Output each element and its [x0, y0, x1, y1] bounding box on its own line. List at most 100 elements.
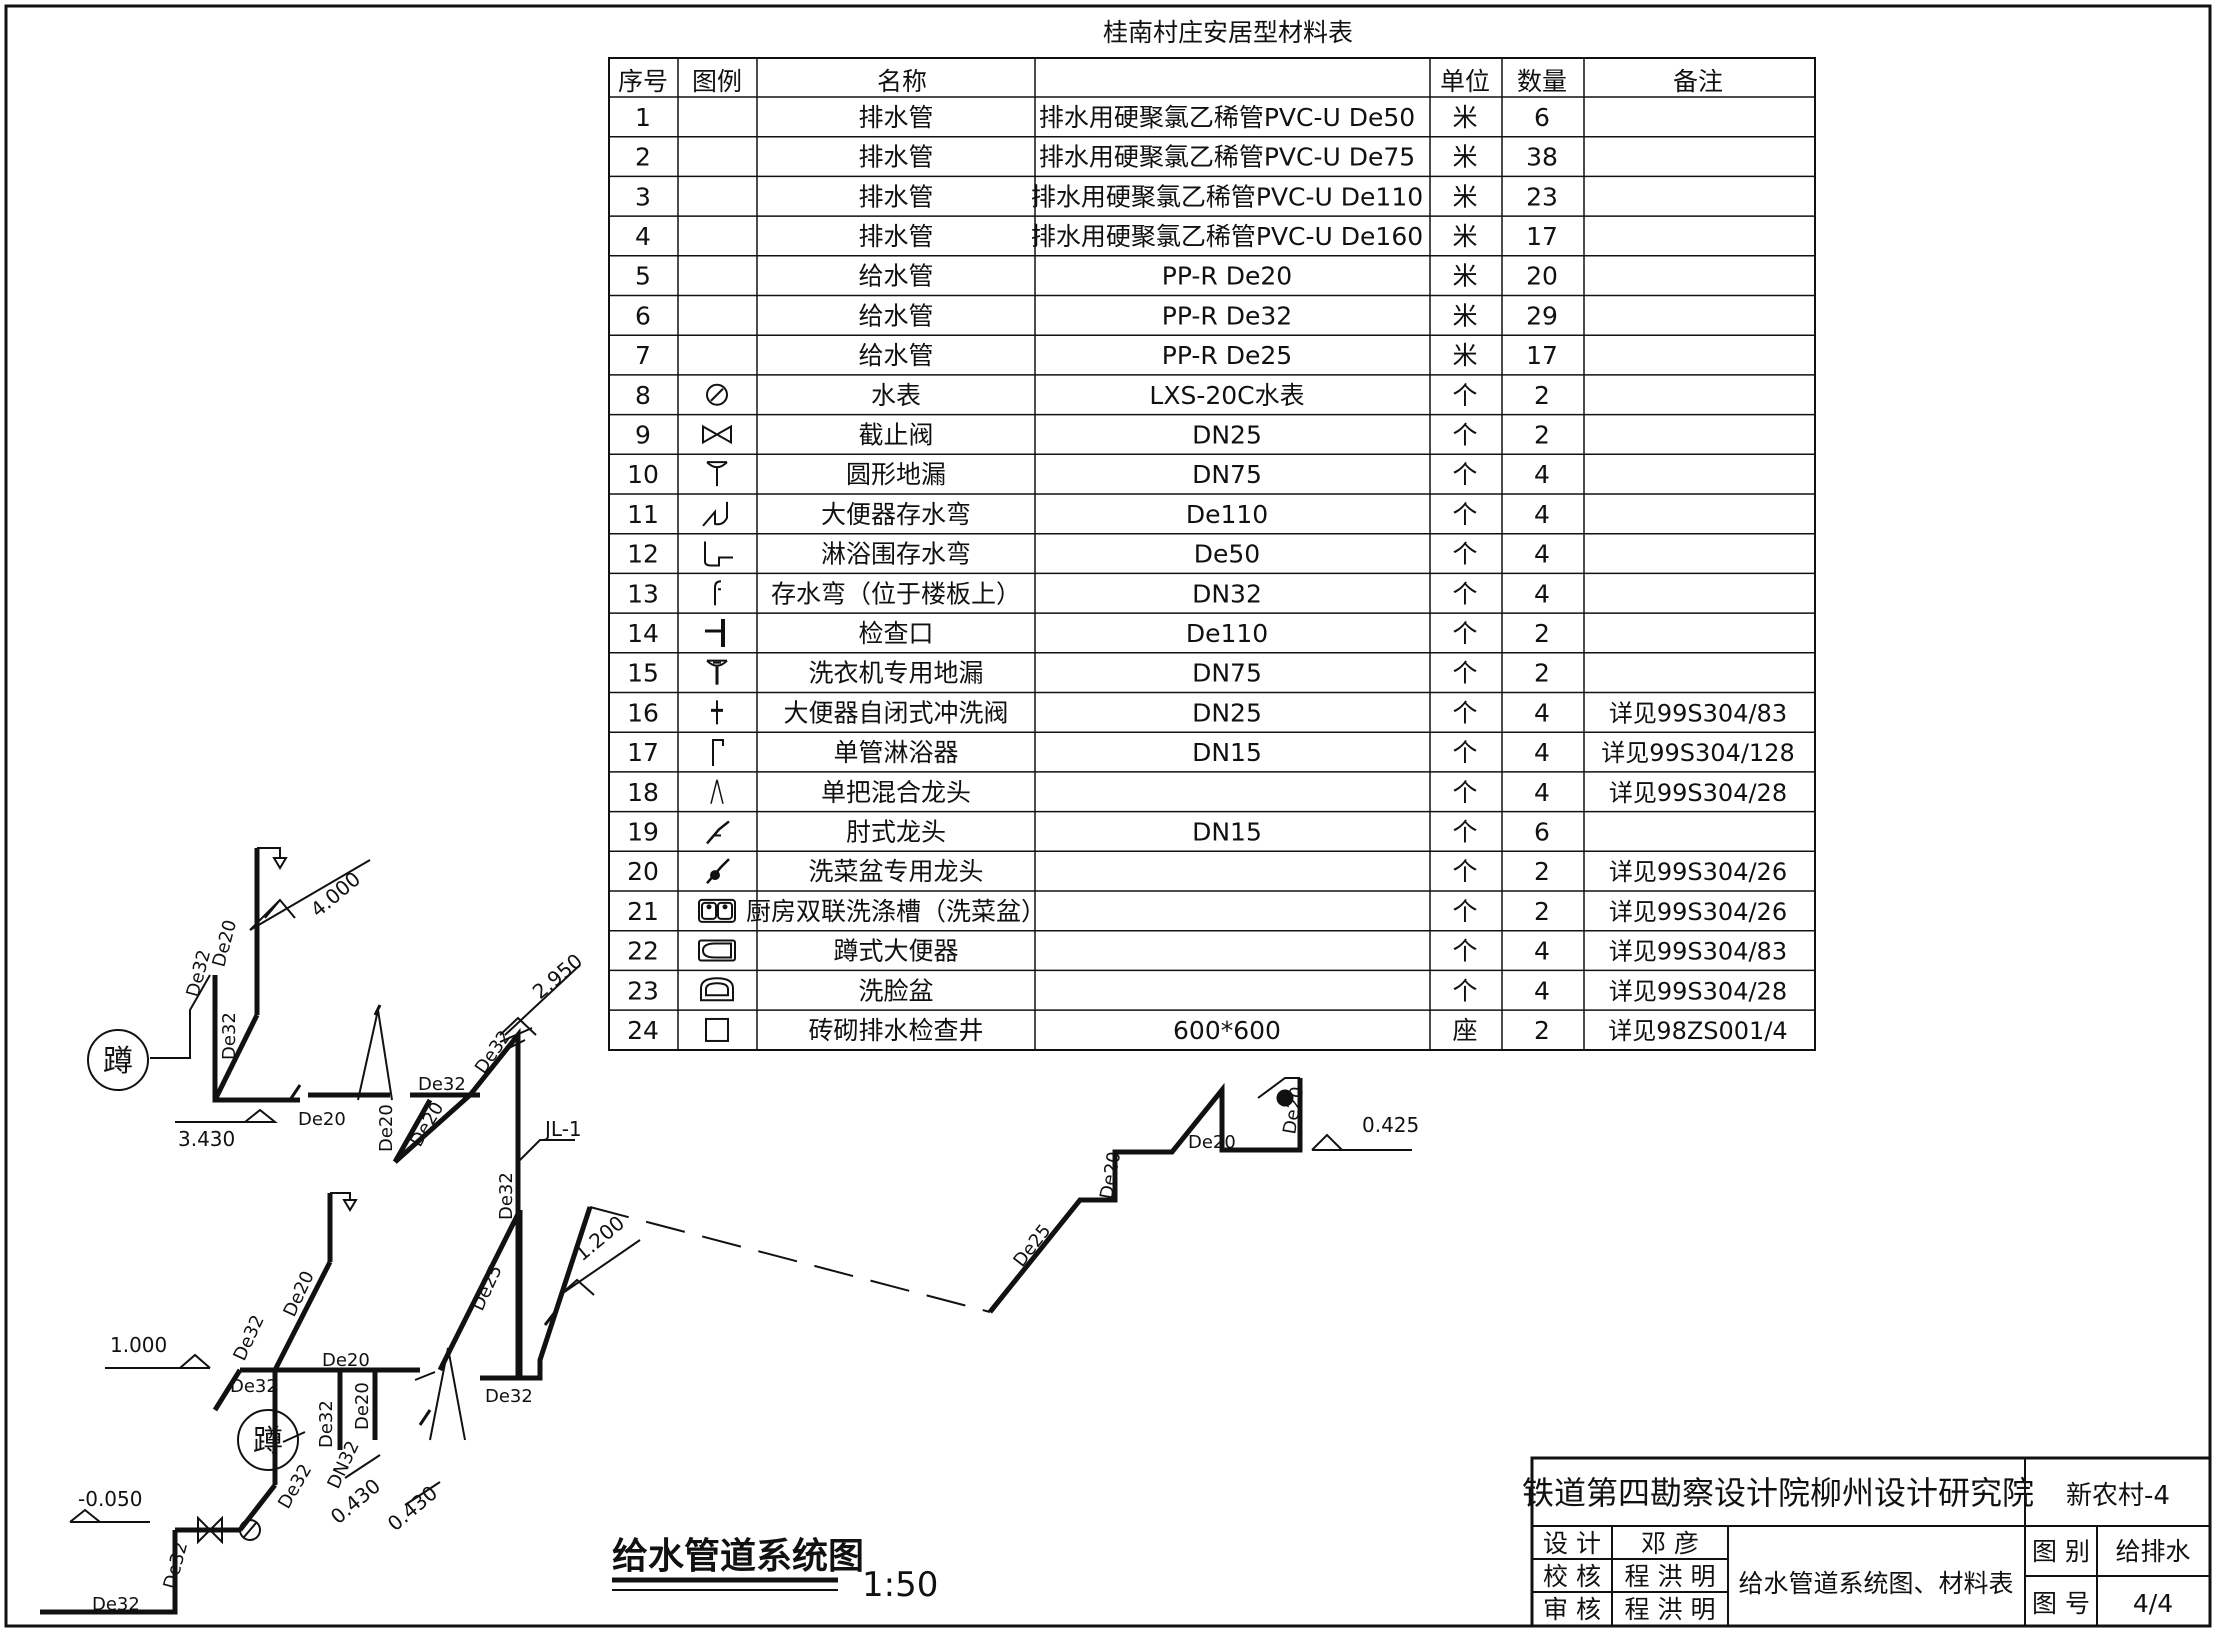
row-no: 8 — [635, 381, 651, 410]
row-no: 5 — [635, 262, 651, 291]
pipe-label-de32-b: De32 — [219, 1012, 240, 1060]
riser-tag-leader — [519, 1139, 575, 1161]
level-4000-text: 4.000 — [306, 867, 365, 922]
row-unit: 个 — [1452, 420, 1477, 449]
pipe-label-de20-b: De20 — [298, 1109, 346, 1130]
row-qty: 4 — [1534, 698, 1550, 727]
row-no: 23 — [627, 976, 659, 1005]
inspection-well-icon — [705, 1017, 729, 1042]
row-qty: 2 — [1534, 857, 1550, 886]
row-no: 1 — [635, 103, 651, 132]
row-spec: DN25 — [1192, 420, 1262, 449]
squat-toilet-icon — [698, 939, 736, 962]
lower-entry-diag — [238, 1483, 277, 1532]
upper-riser-de32 — [393, 1027, 521, 1378]
upper-valve-mark-b — [373, 1004, 382, 1016]
row-spec: DN25 — [1192, 698, 1262, 727]
row-note: 详见99S304/128 — [1601, 739, 1794, 767]
row-spec: LXS-20C水表 — [1149, 381, 1304, 410]
squat-circle-upper — [87, 1029, 149, 1091]
row-unit: 米 — [1452, 182, 1477, 211]
lower-valve-mark-b — [543, 1311, 557, 1326]
number-label: 图 号 — [2032, 1589, 2090, 1618]
row-no: 18 — [627, 778, 659, 807]
row-name: 大便器自闭式冲洗阀 — [783, 698, 1008, 727]
pipe-label-de20-d: De20 — [406, 1099, 448, 1151]
row-no: 14 — [627, 619, 659, 648]
row-qty: 2 — [1534, 659, 1550, 688]
row-spec: DN15 — [1192, 738, 1262, 767]
row-unit: 米 — [1452, 341, 1477, 370]
row-no: 17 — [627, 738, 659, 767]
row-name: 截止阀 — [858, 420, 933, 449]
row-name: 给水管 — [858, 341, 933, 370]
upper-branch — [150, 847, 533, 1378]
institute-name: 铁道第四勘察设计院柳州设计研究院 — [1522, 1474, 2034, 1512]
level-1000-text: 1.000 — [110, 1333, 167, 1357]
row-qty: 2 — [1534, 420, 1550, 449]
lower-de25-diag — [437, 1208, 523, 1372]
row-qty: 2 — [1534, 1016, 1550, 1045]
header-no: 序号 — [618, 67, 668, 96]
level-marker-0425 — [1311, 1133, 1412, 1151]
entry-fittings — [197, 1515, 261, 1545]
title-block: 铁道第四勘察设计院柳州设计研究院 新农村-4 设 计 邓 彦 校 核 程 洪 明… — [1522, 1456, 2212, 1628]
level-marker-0430a — [344, 1454, 381, 1479]
row-qty: 6 — [1534, 817, 1550, 846]
row-unit: 米 — [1452, 143, 1477, 172]
row-no: 6 — [635, 301, 651, 330]
project-name: 新农村-4 — [2066, 1481, 2170, 1511]
header-unit: 单位 — [1440, 67, 1490, 96]
design-label: 设 计 — [1543, 1529, 1601, 1558]
row-unit: 米 — [1452, 222, 1477, 251]
row-qty: 4 — [1534, 540, 1550, 569]
water-supply-system-diagram — [40, 847, 1412, 1615]
squat-circle-lower — [237, 1409, 299, 1471]
row-qty: 23 — [1526, 182, 1558, 211]
row-spec: De110 — [1186, 500, 1268, 529]
row-name: 淋浴围存水弯 — [821, 540, 971, 569]
row-name: 大便器存水弯 — [821, 500, 971, 529]
level-markers — [69, 859, 1412, 1523]
row-no: 7 — [635, 341, 651, 370]
row-qty: 4 — [1534, 579, 1550, 608]
check-name: 程 洪 明 — [1625, 1562, 1716, 1591]
row-no: 16 — [627, 698, 659, 727]
header-symbol: 图例 — [692, 67, 742, 96]
pipe-label-de20-c: De20 — [376, 1104, 397, 1152]
upper-riser-tick — [499, 1027, 533, 1043]
row-unit: 米 — [1452, 103, 1477, 132]
number-value: 4/4 — [2133, 1589, 2173, 1618]
row-unit: 个 — [1452, 540, 1477, 569]
row-qty: 4 — [1534, 500, 1550, 529]
row-unit: 个 — [1452, 976, 1477, 1005]
upper-trunk — [212, 975, 246, 1103]
row-spec: 600*600 — [1173, 1016, 1281, 1045]
category-value: 给排水 — [2115, 1537, 2190, 1566]
row-qty: 4 — [1534, 937, 1550, 966]
diagram-scale: 1:50 — [862, 1565, 938, 1605]
level-marker-3430 — [175, 1108, 278, 1123]
row-no: 2 — [635, 143, 651, 172]
row-unit: 个 — [1452, 659, 1477, 688]
entry-stop-valve-icon — [197, 1515, 223, 1545]
row-unit: 座 — [1452, 1016, 1477, 1045]
floor-trap-icon — [714, 580, 722, 606]
pipe-label-de32-k: De32 — [160, 1540, 193, 1592]
pipe-label-de32-f: De32 — [229, 1312, 268, 1364]
row-spec: DN75 — [1192, 659, 1262, 688]
row-spec: De50 — [1194, 540, 1260, 569]
row-spec: 排水用硬聚氯乙稀管PVC-U De110 — [1031, 182, 1423, 211]
